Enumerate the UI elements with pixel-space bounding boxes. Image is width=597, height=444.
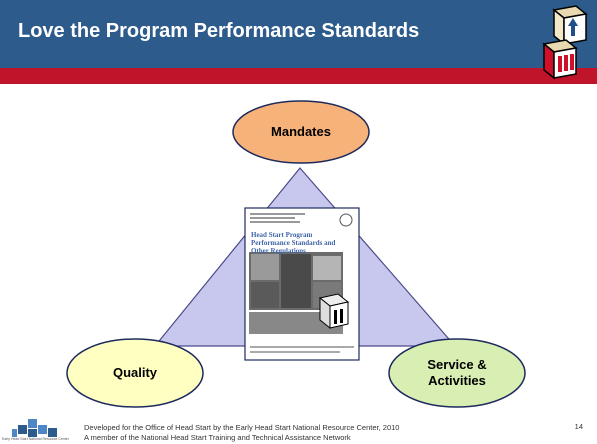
head-start-blocks-logo	[542, 5, 588, 80]
quality-label: Quality	[67, 339, 203, 407]
booklet-title: Head Start Program Performance Standards…	[251, 231, 336, 256]
footer-logo-caption: Early Head Start National Resource Cente…	[2, 437, 69, 441]
mandates-oval	[232, 100, 370, 164]
performance-standards-booklet	[244, 207, 360, 361]
mandates-label: Mandates	[233, 101, 369, 163]
slide-title: Love the Program Performance Standards	[18, 20, 420, 42]
footer-network-line: A member of the National Head Start Trai…	[84, 433, 351, 442]
slide-header: Love the Program Performance Standards	[0, 0, 597, 68]
ehs-nrc-footer-logo	[12, 419, 57, 437]
quality-text: Quality	[112, 364, 158, 380]
service-text: Service &	[427, 356, 487, 372]
service-activities-label: Service & Activities	[389, 339, 525, 407]
mandates-text: Mandates	[271, 123, 331, 139]
activities-text: Activities	[428, 373, 486, 388]
service-activities-oval	[388, 338, 526, 408]
quality-oval	[66, 338, 204, 408]
footer-credit-line: Developed for the Office of Head Start b…	[84, 423, 400, 432]
page-number: 14	[574, 422, 583, 431]
standards-diagram: Head Start Program Performance Standards…	[0, 84, 597, 420]
header-accent-bar	[0, 68, 597, 84]
